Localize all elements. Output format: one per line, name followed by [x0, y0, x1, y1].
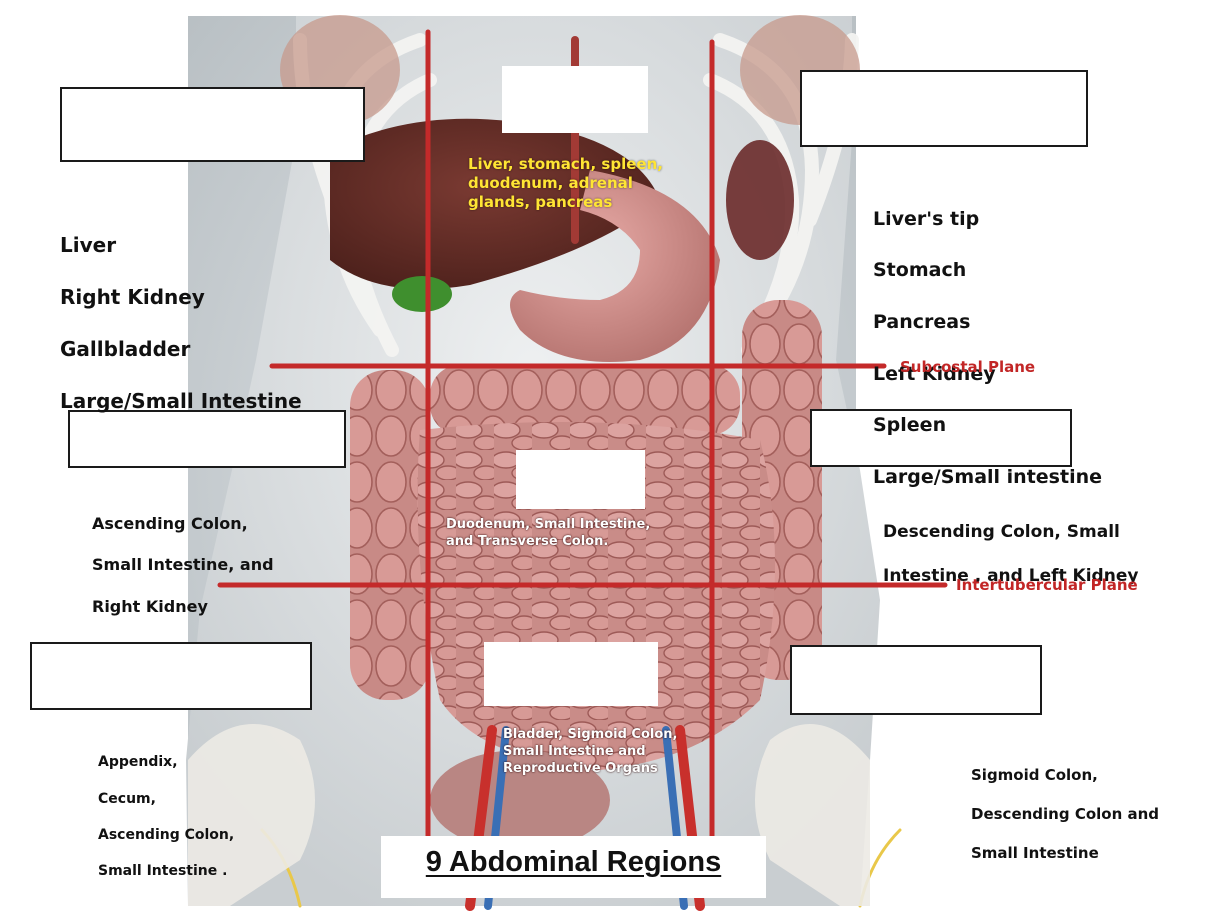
right-lumbar-label-box[interactable]	[68, 410, 346, 468]
organ-label: Spleen	[873, 414, 947, 437]
organ-label: Gallbladder	[60, 337, 191, 361]
hypogastric-label-box[interactable]	[484, 642, 658, 706]
left-lumbar-label-box[interactable]	[810, 409, 1072, 467]
epigastric-organ-list: Liver, stomach, spleen, duodenum, adrena…	[468, 155, 663, 212]
intertubercular-plane-label: Intertubercular Plane	[956, 576, 1138, 594]
upper-left-organ-list: Liver's tip Stomach Pancreas Left Kidney…	[873, 181, 1102, 517]
left-iliac-label-box[interactable]	[790, 645, 1042, 715]
organ-label: duodenum, adrenal	[468, 174, 633, 193]
organ-label: Duodenum, Small Intestine,	[446, 517, 651, 532]
umbilical-label-box[interactable]	[516, 450, 645, 509]
organ-label: Small Intestine .	[98, 863, 228, 880]
title-box: 9 Abdominal Regions	[381, 836, 766, 898]
hypogastric-organ-list: Bladder, Sigmoid Colon, Small Intestine …	[503, 727, 677, 778]
organ-label: Large/Small intestine	[873, 466, 1102, 489]
left-hypochondriac-label-box[interactable]	[800, 70, 1088, 147]
organ-label: Left Kidney	[873, 362, 996, 385]
organ-label: Descending Colon, Small	[883, 522, 1120, 543]
organ-label: glands, pancreas	[468, 193, 613, 212]
organ-label: Pancreas	[873, 311, 971, 334]
right-iliac-label-box[interactable]	[30, 642, 312, 710]
organ-label: Sigmoid Colon,	[971, 765, 1098, 784]
organ-label: Right Kidney	[92, 596, 208, 616]
organ-label: Small Intestine, and	[92, 555, 274, 575]
organ-label: Large/Small Intestine	[60, 389, 302, 413]
organ-label: Reproductive Organs	[503, 760, 658, 776]
organ-label: Cecum,	[98, 790, 156, 807]
region-grid-lines	[217, 29, 948, 843]
organ-label: Liver	[60, 233, 117, 257]
lower-right-organ-list: Appendix, Cecum, Ascending Colon, Small …	[98, 735, 234, 899]
organ-label: Liver, stomach, spleen,	[468, 155, 663, 173]
organ-label: Bladder, Sigmoid Colon,	[503, 727, 678, 742]
organ-label: Liver's tip	[873, 207, 980, 230]
organ-label: Descending Colon and	[971, 804, 1160, 823]
organ-label: and Transverse Colon.	[446, 533, 609, 549]
organ-label: Small Intestine and	[503, 743, 646, 759]
umbilical-organ-list: Duodenum, Small Intestine, and Transvers…	[446, 517, 650, 551]
upper-right-organ-list: Liver Right Kidney Gallbladder Large/Sma…	[60, 206, 302, 440]
diagram-title: 9 Abdominal Regions	[425, 846, 722, 878]
organ-label: Stomach	[873, 259, 967, 282]
organ-label: Appendix,	[98, 754, 178, 771]
organ-label: Intestine , and Left Kidney	[883, 566, 1139, 587]
lower-left-organ-list: Sigmoid Colon, Descending Colon and Smal…	[971, 746, 1159, 883]
middle-right-organ-list: Ascending Colon, Small Intestine, and Ri…	[92, 493, 274, 639]
subcostal-plane-label: Subcostal Plane	[900, 358, 1036, 376]
right-hypochondriac-label-box[interactable]	[60, 87, 365, 162]
middle-left-organ-list: Descending Colon, Small Intestine , and …	[883, 499, 1138, 609]
organ-label: Right Kidney	[60, 285, 205, 309]
epigastric-label-box[interactable]	[502, 66, 648, 133]
organ-label: Small Intestine	[971, 843, 1099, 862]
organ-label: Ascending Colon,	[98, 826, 235, 843]
organ-label: Ascending Colon,	[92, 513, 248, 533]
